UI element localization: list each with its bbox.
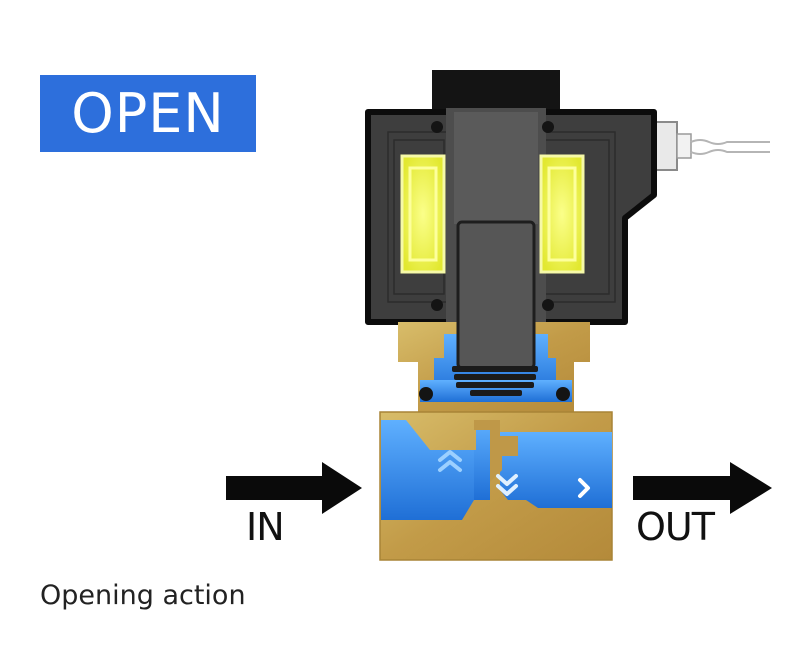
fluid-outlet-passage	[500, 432, 612, 508]
flow-up-chevron-icon	[438, 450, 462, 472]
left-coil-glow	[400, 154, 446, 274]
fluid-inlet-passage	[381, 420, 474, 520]
outlet-label: OUT	[636, 505, 715, 549]
outlet-arrow	[633, 462, 772, 514]
right-coil-glow	[539, 154, 585, 274]
top-nut	[432, 70, 560, 120]
status-badge: OPEN	[40, 75, 256, 152]
brass-separator	[474, 420, 518, 482]
housing-screws	[431, 121, 554, 311]
right-o-ring	[556, 387, 570, 401]
flow-down-chevron-icon	[496, 474, 518, 496]
caption: Opening action	[40, 580, 246, 611]
plunger	[456, 220, 536, 370]
flow-right-chevron-icon	[578, 478, 590, 498]
inlet-arrow	[226, 462, 362, 514]
inlet-label: IN	[246, 505, 285, 549]
cable-connector	[654, 121, 770, 171]
plunger-spring	[452, 366, 538, 396]
left-o-ring	[419, 387, 433, 401]
